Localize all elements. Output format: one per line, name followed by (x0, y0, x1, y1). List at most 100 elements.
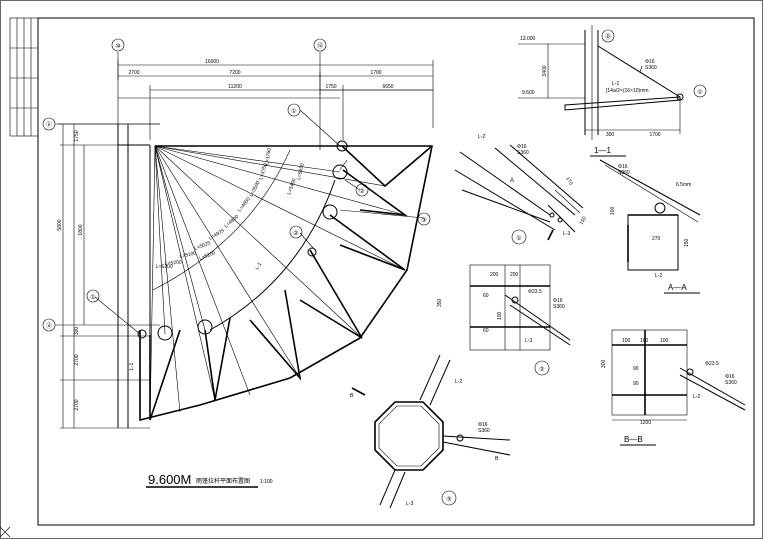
corner-mark (0, 526, 11, 538)
callout-bubble (287, 103, 301, 117)
bolt (557, 217, 563, 223)
grid-label-d: Ⓓ (605, 33, 611, 41)
aa-150: 150 (684, 238, 690, 247)
beam-l3 (379, 469, 396, 506)
plan-node (332, 164, 348, 180)
bb-100b: 100 (640, 338, 649, 344)
rod-line (604, 164, 699, 223)
wall-lines (117, 124, 151, 428)
dim-top-2700: 2700 (128, 70, 139, 76)
bb-100a: 100 (622, 338, 631, 344)
beam-l2 (419, 354, 441, 401)
grid-bubble-d (601, 29, 615, 43)
radial-length-label: L=5025 (194, 240, 212, 252)
dim-height: 3400 (542, 65, 548, 76)
detail1-rod: Φ16 (517, 144, 527, 150)
bolt (549, 212, 555, 218)
radial-length-label: L=1760 (264, 148, 273, 166)
member-line (454, 169, 556, 231)
detail-label: ② (539, 366, 544, 373)
fan-ray (154, 145, 251, 396)
d2-hole: Φ23.5 (528, 289, 542, 295)
detail1-rod2: S360 (517, 150, 529, 156)
bb-l2: L-2 (693, 394, 700, 400)
fan-ray (154, 145, 181, 413)
left-title-strip (9, 17, 39, 137)
detail1-170: 170 (564, 176, 573, 186)
bb-300: 300 (601, 359, 607, 368)
d2-l3: L-3 (525, 338, 532, 344)
grid-label-12: ⑫ (317, 42, 323, 50)
fan-ray (154, 145, 301, 379)
radial-labels: L=1760L=3750L=3500L=4850L=4900L=4975L=50… (156, 148, 306, 270)
detail-bubble (534, 360, 550, 376)
plate-line (554, 189, 581, 214)
section-arrow (351, 387, 366, 396)
dim-top-1750: 1750 (325, 84, 336, 90)
dim-left-2700b: 2700 (74, 399, 80, 410)
dim-bottom-right: 1700 (649, 132, 660, 138)
octagon-column (374, 401, 444, 471)
detail1-l2: L-2 (478, 134, 485, 140)
detail1-150: 150 (579, 216, 588, 226)
detail-1: L-2 Φ16 S360 A 170 150 L-3 ① (454, 134, 588, 245)
rod (679, 374, 746, 411)
detail-label: ① (516, 235, 521, 242)
d3-l3: L-3 (406, 501, 413, 507)
radial-length-label: L=5200 (199, 250, 217, 262)
callout-label: ① (90, 294, 95, 301)
plan-node (336, 140, 348, 152)
beam-l3 (389, 471, 406, 509)
dim-left-1750: 1750 (74, 130, 80, 141)
radial-length-label: L=5100 (179, 250, 197, 260)
grid-bubble-10 (111, 38, 125, 52)
tie-rod (597, 45, 681, 98)
fan-ray (154, 145, 166, 335)
d2-60b: 60 (483, 328, 489, 334)
plate-outline (469, 264, 551, 351)
dim-left-1800: 1800 (78, 224, 84, 235)
sheet-border-inner (37, 17, 755, 526)
channel-body (627, 214, 679, 271)
member-line (494, 147, 576, 216)
grid-bubble-h (42, 117, 56, 131)
bb-rod2: S360 (725, 380, 737, 386)
bb-90a: 90 (633, 366, 639, 372)
callout-label: ① (697, 89, 702, 96)
fan-rays (149, 145, 406, 421)
member-spec: [14a/2×(16×10)mm (606, 88, 649, 94)
d2-rod: Φ16 (553, 298, 563, 304)
callout-bubble (86, 289, 100, 303)
plan-callouts (94, 109, 425, 335)
grid-bubble-d (42, 318, 56, 332)
dim-top-1700: 1700 (370, 70, 381, 76)
radial-length-label: L=4975 (208, 228, 226, 242)
aa-rod2: S360 (618, 170, 630, 176)
fan-ray (154, 145, 341, 173)
plan-member-l1-diag: L-1 (255, 262, 264, 271)
grid-label-h: ⓗ (46, 121, 52, 129)
dim-top-11200: 11200 (228, 84, 242, 90)
callout-bubble (355, 183, 369, 197)
fan-ray (154, 145, 216, 401)
fan-middle-arc (209, 179, 336, 331)
fan-ray (154, 145, 406, 216)
d2-200b: 200 (510, 272, 519, 278)
detail-bubble (441, 490, 457, 506)
bb-hole: Φ23.5 (705, 361, 719, 367)
rod-label: Φ16 (645, 59, 655, 65)
section-a-a: Φ16 S360 6.5mm 270 100 150 L-2 A—A (599, 159, 701, 294)
dim-bottom-left: 300 (606, 132, 615, 138)
callout-label: ③ (421, 217, 426, 224)
dim-top-total: 16000 (205, 59, 219, 65)
member-line (509, 144, 584, 209)
fan-inner-arc (152, 149, 291, 291)
radial-length-label: L=5200 (156, 264, 173, 270)
fan-ray (154, 145, 363, 339)
callout-label: ① (291, 108, 296, 115)
dim-left-5800: 5800 (57, 219, 63, 230)
pin (456, 434, 464, 442)
section-title: 1—1 (594, 146, 611, 155)
bolt (511, 296, 519, 304)
aa-l2: L-2 (655, 273, 662, 279)
